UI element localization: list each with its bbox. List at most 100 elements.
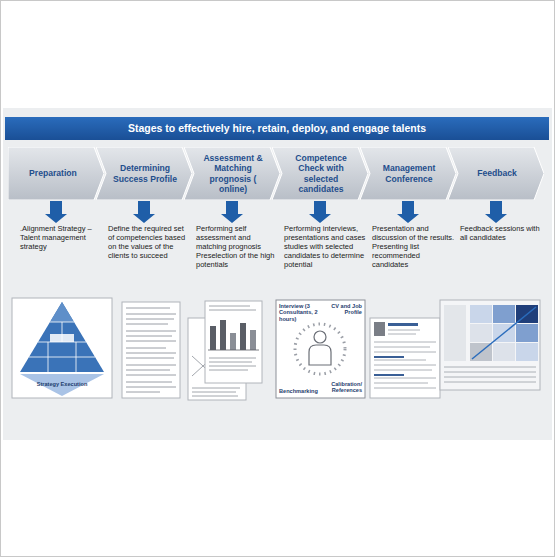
person-head xyxy=(314,331,326,343)
chevron-fill xyxy=(8,147,104,200)
matrix-cell xyxy=(516,324,538,342)
table-line xyxy=(444,367,536,368)
stage-name: Feedback xyxy=(477,168,517,178)
dashed-ring xyxy=(295,324,345,374)
matrix-lines xyxy=(444,367,536,382)
matrix-cell xyxy=(470,324,492,342)
text-line xyxy=(374,342,436,343)
stage-name: Assessment & Matching prognosis ( online… xyxy=(198,153,268,194)
stage-description: Feedback sessions with all candidates xyxy=(460,224,544,274)
chevron-content: Competence Check with selected candidate… xyxy=(272,147,368,200)
text-line xyxy=(126,358,174,359)
illustration-label: Calibration/ References xyxy=(322,381,362,394)
stage-description: Presentation and discussion of the resul… xyxy=(372,224,456,274)
chevron-content: Preparation xyxy=(8,147,104,200)
cv-lines xyxy=(374,330,436,388)
stage-description: .Alignment Strategy – Talent management … xyxy=(20,224,104,274)
illustration-label: Interview (3 Consultants, 2 hours) xyxy=(279,303,323,322)
stage-description: Performing self assessment and matching … xyxy=(196,224,280,274)
person-body xyxy=(309,345,331,365)
text-line xyxy=(126,375,176,376)
stage-name: Management Conference xyxy=(374,163,444,184)
text-line xyxy=(126,319,174,320)
pyramid-tier xyxy=(50,302,74,322)
matrix-cell xyxy=(516,343,538,361)
bar xyxy=(230,333,236,350)
text-lines xyxy=(126,308,176,392)
text-line xyxy=(126,370,170,371)
stage-chevron: Feedback xyxy=(448,147,544,200)
text-line xyxy=(126,382,172,383)
text-line xyxy=(374,360,426,361)
text-line xyxy=(209,370,248,371)
text-line xyxy=(374,347,430,348)
text-line xyxy=(209,310,256,311)
text-line xyxy=(126,365,176,366)
panel xyxy=(3,108,552,440)
text-line xyxy=(192,392,236,393)
chevron-fill xyxy=(272,147,368,200)
stage-name: Preparation xyxy=(29,168,77,178)
photo xyxy=(374,322,385,336)
text-line xyxy=(126,392,160,393)
pyramid-line xyxy=(76,342,77,372)
text-line xyxy=(209,362,252,363)
bar xyxy=(210,326,216,350)
text-line xyxy=(126,353,176,354)
text-line xyxy=(126,341,176,342)
stage-text: Performing self assessment and matching … xyxy=(196,224,280,269)
text-line xyxy=(209,366,256,367)
text-line xyxy=(374,370,432,371)
matrix-cell xyxy=(470,305,492,323)
execution-base xyxy=(20,374,104,396)
stage-text: Feedback sessions with all candidates xyxy=(460,224,544,242)
illustration-label: Benchmarking xyxy=(279,388,323,394)
text-line xyxy=(374,365,436,366)
cv-document xyxy=(370,318,440,398)
table-line xyxy=(444,382,536,383)
chart-axis xyxy=(208,350,259,351)
text-line xyxy=(126,336,172,337)
stage-name: Determining Success Profile xyxy=(110,163,180,184)
text-line xyxy=(126,348,166,349)
stage-chevron: Determining Success Profile xyxy=(96,147,192,200)
thumbnail-card xyxy=(12,298,112,398)
chevron-content: Assessment & Matching prognosis ( online… xyxy=(184,147,280,200)
chevron-fill xyxy=(184,147,280,200)
chevron-content: Management Conference xyxy=(360,147,456,200)
table-line xyxy=(444,372,536,373)
chevron-fill xyxy=(448,147,544,200)
axis-panel xyxy=(444,305,466,361)
matrix-card xyxy=(440,300,540,390)
block-arrow xyxy=(221,201,243,223)
block-arrow xyxy=(45,201,67,223)
stage-chevron: Assessment & Matching prognosis ( online… xyxy=(184,147,280,200)
pyramid-line xyxy=(48,342,49,372)
text-line xyxy=(374,383,428,384)
bar xyxy=(250,330,256,350)
title-band xyxy=(5,117,549,140)
text-line xyxy=(374,378,436,379)
bar xyxy=(220,320,226,350)
stage-chevron: Competence Check with selected candidate… xyxy=(272,147,368,200)
text-line xyxy=(374,388,436,389)
matrix-cell xyxy=(493,305,515,323)
competence-card xyxy=(276,300,365,398)
stage-text: Define the required set of competencies … xyxy=(108,224,192,260)
stage-chevron: Management Conference xyxy=(360,147,456,200)
block-arrow xyxy=(133,201,155,223)
header-bar xyxy=(374,356,404,358)
stage-text: Performing interviews, presentations and… xyxy=(284,224,368,269)
header-bar xyxy=(388,323,418,326)
pyramid-label: Strategy Execution xyxy=(30,381,94,387)
block-arrow xyxy=(397,201,419,223)
text-line xyxy=(192,396,238,397)
illustration-label: CV and Job Profile xyxy=(326,303,362,316)
chevron-fill xyxy=(360,147,456,200)
text-line xyxy=(374,352,436,353)
text-line xyxy=(126,324,168,325)
text-line xyxy=(126,308,170,309)
